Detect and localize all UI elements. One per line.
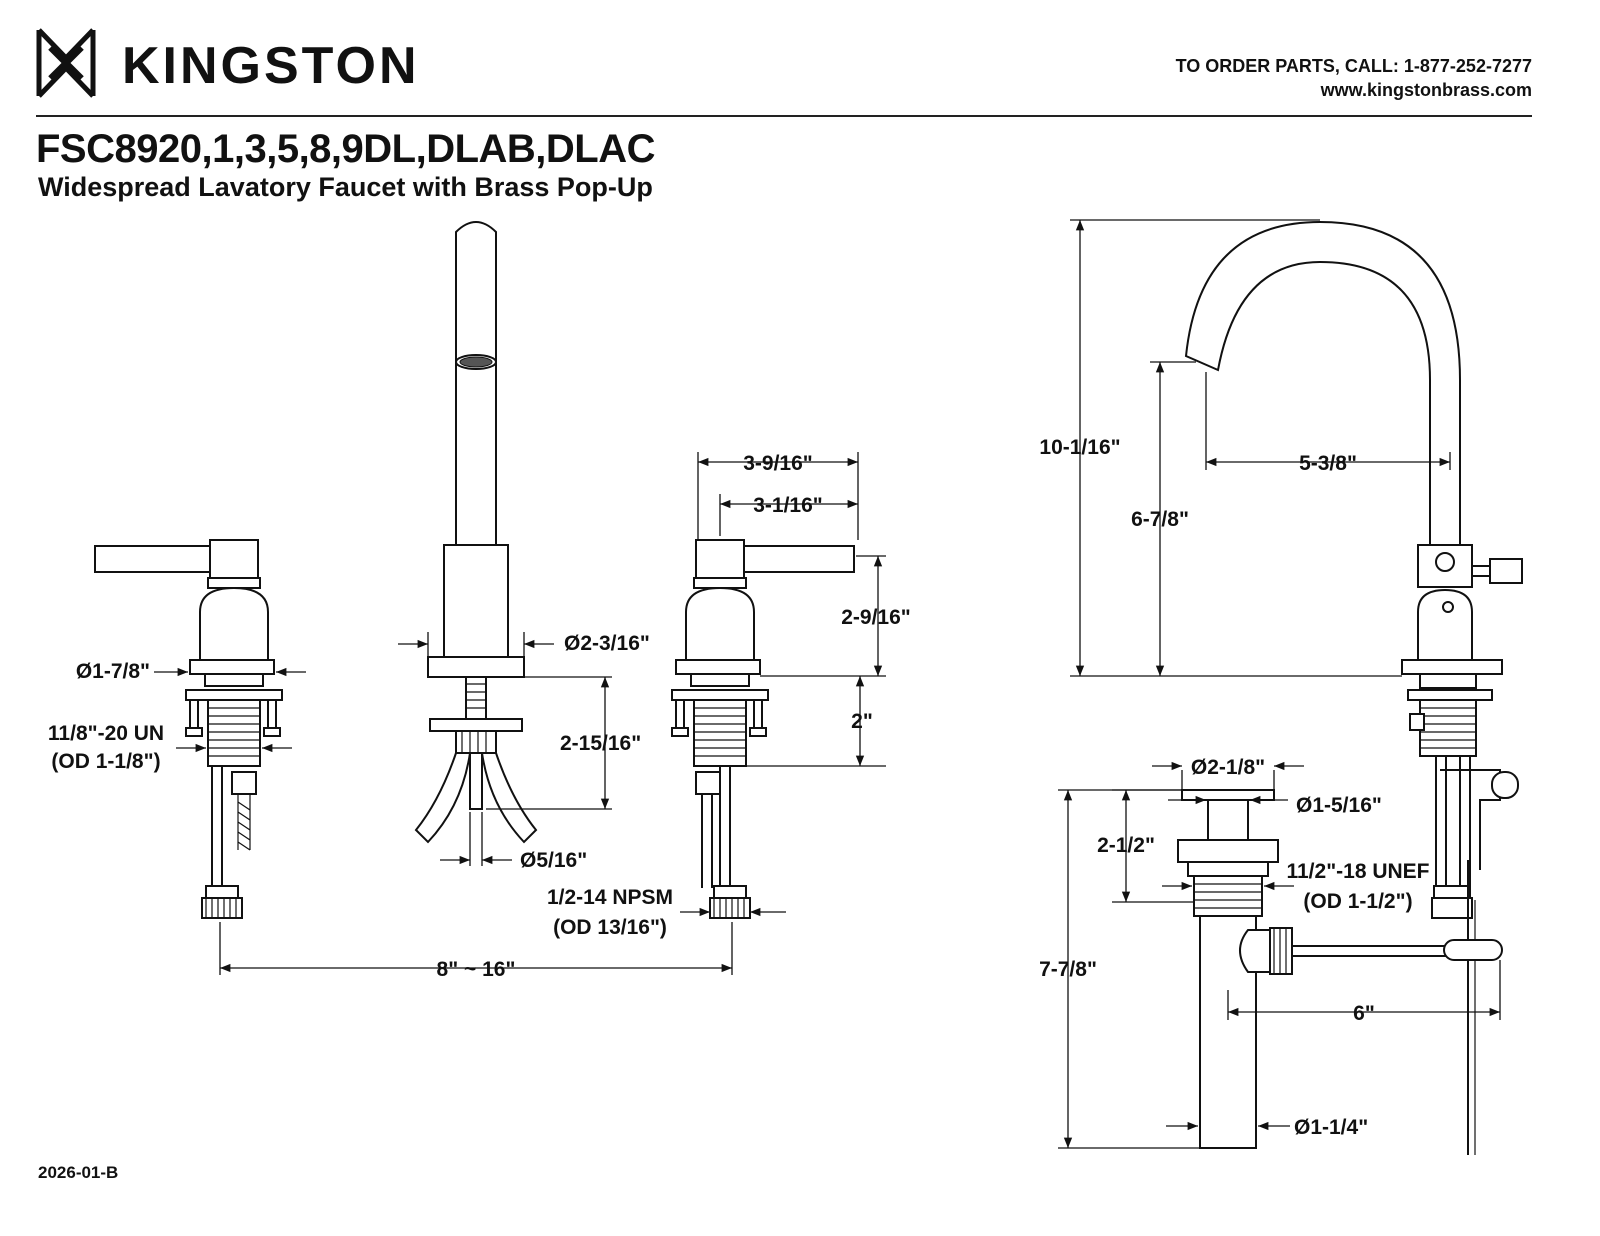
document-number: 2026-01-B — [38, 1163, 119, 1182]
label-spout-reach: 5-3/8" — [1299, 452, 1357, 475]
center-spout-front — [414, 221, 538, 844]
label-total-height: 10-1/16" — [1039, 436, 1120, 459]
dimension-labels: Ø1-7/8" 11/8"-20 UN (OD 1-1/8") Ø2-3/16"… — [48, 436, 1430, 1139]
label-drain-flange-dia: Ø2-1/8" — [1191, 756, 1265, 779]
model-number: FSC8920,1,3,5,8,9DL,DLAB,DLAC — [36, 127, 656, 171]
label-spout-shank: 2-15/16" — [560, 732, 641, 755]
label-drain-length: 7-7/8" — [1039, 958, 1097, 981]
label-drain-body-dia: Ø1-5/16" — [1296, 794, 1382, 817]
label-handle-thread: 11/8"-20 UN — [48, 722, 164, 745]
header-divider — [36, 115, 1532, 117]
label-hose-dia: Ø5/16" — [520, 849, 587, 872]
label-drain-thread-length: 2-1/2" — [1097, 834, 1155, 857]
right-handle-valve — [671, 539, 855, 919]
label-handle-thread-od: (OD 1-1/8") — [51, 750, 160, 773]
label-supply-thread-od: (OD 13/16") — [553, 916, 667, 939]
faucet-side-view — [1184, 220, 1523, 1155]
pop-up-drain — [1177, 789, 1503, 1149]
label-handle-flange-dia: Ø1-7/8" — [76, 660, 150, 683]
product-subtitle: Widespread Lavatory Faucet with Brass Po… — [38, 172, 653, 202]
label-spout-height: 6-7/8" — [1131, 508, 1189, 531]
label-handle-height: 2-9/16" — [841, 606, 911, 629]
left-handle-valve — [94, 539, 283, 919]
dimension-lines — [154, 219, 1501, 1149]
website-url[interactable]: www.kingstonbrass.com — [1320, 80, 1532, 100]
order-phone: TO ORDER PARTS, CALL: 1-877-252-7277 — [1175, 56, 1532, 76]
label-supply-thread: 1/2-14 NPSM — [547, 886, 673, 909]
label-handle-reach-inner: 3-1/16" — [753, 494, 823, 517]
label-drain-thread: 11/2"-18 UNEF — [1286, 860, 1429, 883]
label-valve-shank: 2" — [851, 710, 873, 733]
label-spread: 8" ~ 16" — [437, 958, 516, 981]
label-spout-base-dia: Ø2-3/16" — [564, 632, 650, 655]
order-info: TO ORDER PARTS, CALL: 1-877-252-7277 www… — [1176, 54, 1532, 102]
label-handle-reach-outer: 3-9/16" — [743, 452, 813, 475]
brand-name: KINGSTON — [122, 37, 420, 95]
label-tailpiece-dia: Ø1-1/4" — [1294, 1116, 1368, 1139]
label-drain-thread-od: (OD 1-1/2") — [1303, 890, 1412, 913]
label-lift-rod-reach: 6" — [1353, 1002, 1375, 1025]
kingston-logo-icon — [36, 28, 96, 98]
